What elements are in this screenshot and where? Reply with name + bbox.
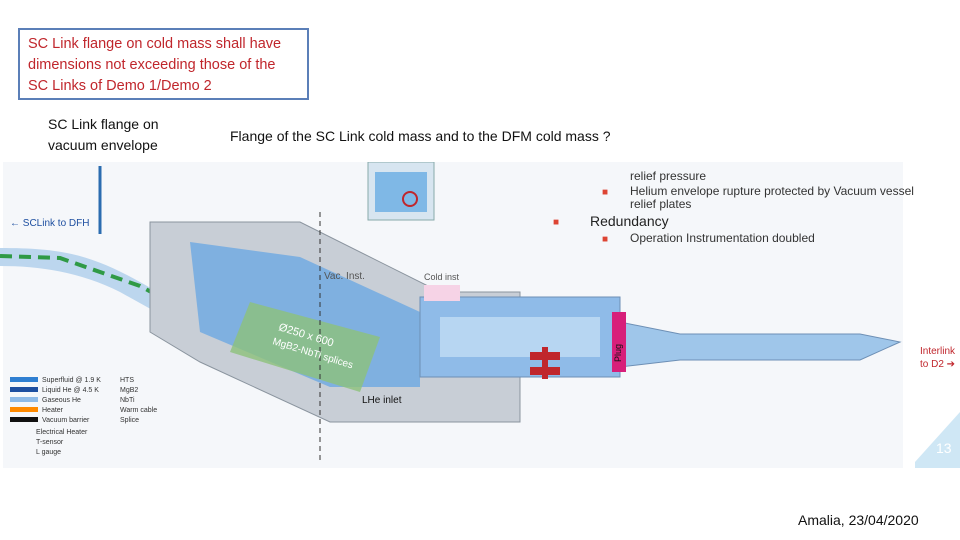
interlink-pipe — [619, 321, 902, 368]
bullet-relief-pressure: relief pressure — [630, 169, 706, 183]
svg-text:T-sensor: T-sensor — [36, 439, 64, 446]
svg-text:NbTi: NbTi — [120, 397, 135, 404]
bullet-redundancy: Redundancy — [590, 213, 669, 229]
lhe-inlet-label: LHe inlet — [362, 395, 402, 406]
svg-text:Heater: Heater — [42, 407, 64, 414]
cold-mass-flange-label: Flange of the SC Link cold mass and to t… — [230, 128, 611, 144]
footer-credit: Amalia, 23/04/2020 — [798, 512, 919, 528]
requirement-note-box: SC Link flange on cold mass shall have d… — [18, 28, 309, 100]
incoming-pipe — [0, 248, 300, 392]
svg-text:Splice: Splice — [120, 417, 139, 424]
to-d2-label: to D2 ➔ — [920, 359, 955, 370]
bullet-helium-envelope: Helium envelope rupture protected by Vac… — [630, 184, 914, 198]
splice-region — [230, 302, 380, 392]
svg-text:MgB2: MgB2 — [120, 387, 138, 394]
bullet-instrumentation: Operation Instrumentation doubled — [630, 231, 815, 245]
svg-text:Superfluid @ 1.9 K: Superfluid @ 1.9 K — [42, 377, 101, 384]
sc-link-schematic: relief pressure ■ Helium envelope ruptur… — [0, 162, 960, 468]
interlink-label: Interlink — [920, 346, 956, 357]
svg-text:Electrical Heater: Electrical Heater — [36, 429, 88, 436]
svg-text:■: ■ — [602, 234, 608, 245]
svg-text:Liquid He @ 4.5 K: Liquid He @ 4.5 K — [42, 387, 99, 394]
page-number: 13 — [936, 440, 952, 456]
svg-text:Warm cable: Warm cable — [120, 407, 157, 414]
requirement-note-text: SC Link flange on cold mass shall have d… — [28, 36, 282, 94]
svg-text:Gaseous He: Gaseous He — [42, 397, 81, 404]
svg-text:■: ■ — [602, 187, 608, 198]
cold-inst-label: Cold inst — [424, 272, 460, 282]
vacuum-flange-label: SC Link flange on vacuum envelope — [48, 116, 159, 153]
plug-label: Plug — [613, 344, 623, 362]
bullet-relief-plates: relief plates — [630, 197, 691, 211]
left-link-label: ← SCLink to DFH — [10, 218, 89, 229]
svg-text:L gauge: L gauge — [36, 449, 61, 456]
svg-text:HTS: HTS — [120, 377, 134, 384]
plug-flange — [612, 312, 626, 372]
vac-inst-label: Vac. Inst. — [324, 271, 365, 282]
svg-text:Vacuum barrier: Vacuum barrier — [42, 417, 90, 424]
legend: Superfluid @ 1.9 K Liquid He @ 4.5 K Gas… — [10, 377, 157, 456]
svg-text:■: ■ — [553, 217, 559, 228]
